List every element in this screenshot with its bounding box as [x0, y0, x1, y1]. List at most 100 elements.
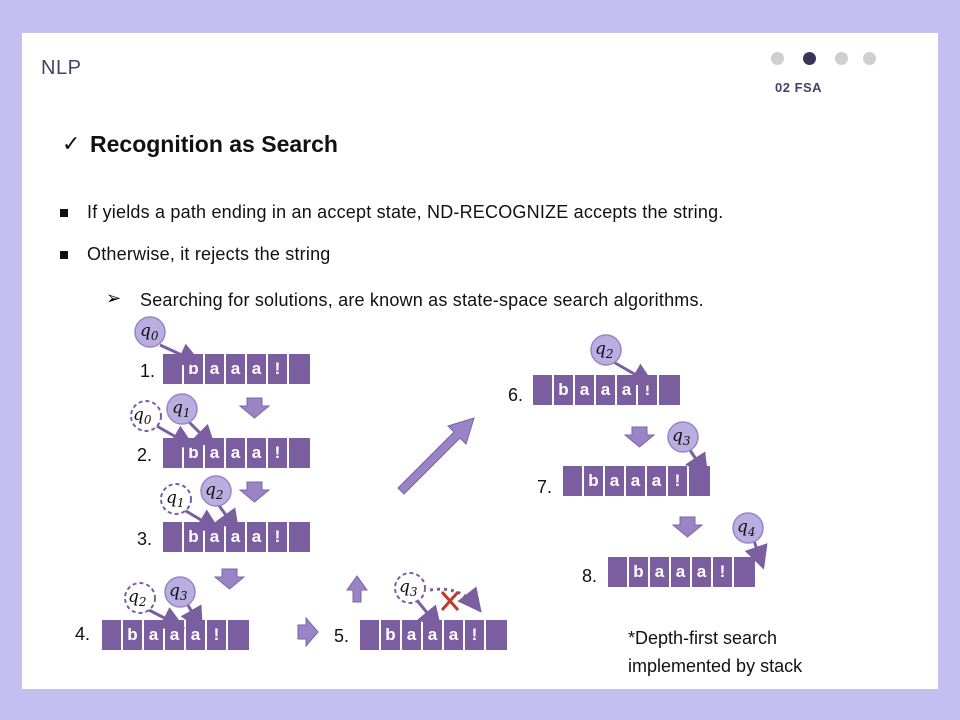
- tape-cell: [659, 375, 680, 405]
- up-arrow: [346, 575, 368, 603]
- tape-cell: [563, 466, 584, 496]
- tape-cell: !: [207, 620, 228, 650]
- state-label: q2: [128, 587, 147, 609]
- pointer-arrow: [413, 597, 442, 631]
- progress-dot: [863, 52, 876, 65]
- tape-cell: b: [629, 557, 650, 587]
- state-label: q2: [595, 339, 614, 361]
- note-line-1: *Depth-first search: [628, 628, 778, 648]
- sub-bullet: Searching for solutions, are known as st…: [140, 290, 704, 310]
- tape-cell: [533, 375, 554, 405]
- state-circle: [667, 421, 699, 453]
- right-arrow: [297, 616, 319, 648]
- section-label: 02 FSA: [775, 80, 823, 95]
- state-circle: [134, 316, 166, 348]
- step-label-7: 7.: [537, 477, 553, 497]
- down-arrow: [671, 516, 704, 538]
- pointer-arrow: [154, 423, 196, 448]
- down-arrow: [238, 481, 271, 503]
- state-label: q4: [737, 517, 756, 539]
- tape-cell: a: [650, 557, 671, 587]
- tape-cell: [102, 620, 123, 650]
- tape-cell: a: [692, 557, 713, 587]
- tape-cell: [228, 620, 249, 650]
- state-label: q1: [172, 398, 191, 420]
- tape-cell: !: [668, 466, 689, 496]
- step-label-2: 2.: [137, 445, 153, 465]
- tape-cell: !: [713, 557, 734, 587]
- previous-state-circle: [394, 572, 426, 604]
- state-label: q0: [133, 405, 152, 427]
- tape-cell: a: [444, 620, 465, 650]
- tape-cell: [163, 522, 184, 552]
- tape-cell: a: [226, 438, 247, 468]
- tape-cell: a: [575, 375, 596, 405]
- square-bullet-icon: [60, 251, 68, 259]
- square-bullet-icon: [60, 209, 68, 217]
- previous-state-circle: [160, 483, 192, 515]
- tape-cell: a: [205, 354, 226, 384]
- tape-cell: a: [671, 557, 692, 587]
- bullet-2: Otherwise, it rejects the string: [87, 244, 331, 264]
- step-label-5: 5.: [334, 626, 350, 646]
- step-label-8: 8.: [582, 566, 598, 586]
- tape-cell: a: [626, 466, 647, 496]
- state-circle: [732, 512, 764, 544]
- check-icon: ✓: [62, 131, 81, 156]
- down-arrow: [238, 397, 271, 419]
- progress-dot: [771, 52, 784, 65]
- tape-cell: [486, 620, 507, 650]
- state-label: q3: [169, 581, 188, 603]
- bullet-1: If yields a path ending in an accept sta…: [87, 202, 724, 222]
- tape-cell: [289, 522, 310, 552]
- diagonal-up-arrow: [397, 417, 475, 495]
- state-label: q2: [205, 480, 224, 502]
- pointer-arrow: [609, 358, 656, 386]
- previous-state-circle: [130, 400, 162, 432]
- pointer-arrow: [159, 343, 203, 366]
- tape-cell: a: [226, 354, 247, 384]
- tape-cell: !: [268, 522, 289, 552]
- state-label: q1: [166, 488, 185, 510]
- tape-cell: a: [647, 466, 668, 496]
- reject-x-icon: [440, 591, 460, 611]
- pointer-arrow: [180, 506, 222, 533]
- step-label-1: 1.: [140, 361, 156, 381]
- state-label: q3: [399, 577, 418, 599]
- pointer-arrow: [144, 606, 186, 629]
- tape-cell: b: [554, 375, 575, 405]
- tape-cell: [360, 620, 381, 650]
- step-label-4: 4.: [75, 624, 91, 644]
- tape-cell: b: [381, 620, 402, 650]
- tape-cell: [608, 557, 629, 587]
- state-label: q3: [672, 426, 691, 448]
- state-circle: [164, 576, 196, 608]
- arrow-bullet-icon: ➢: [106, 288, 122, 308]
- state-label: q0: [140, 321, 159, 343]
- pointer-arrow: [685, 446, 709, 479]
- down-arrow: [623, 426, 656, 448]
- course-title: NLP: [41, 57, 82, 79]
- step-label-6: 6.: [508, 385, 524, 405]
- step-label-3: 3.: [137, 529, 153, 549]
- failed-transition-arrow: [429, 586, 482, 613]
- down-arrow: [213, 568, 246, 590]
- progress-dot-active: [803, 52, 816, 65]
- previous-state-circle: [124, 582, 156, 614]
- state-circle: [590, 334, 622, 366]
- state-circle: [200, 475, 232, 507]
- tape-cell: !: [268, 438, 289, 468]
- tape-cell: b: [584, 466, 605, 496]
- tape-cell: a: [596, 375, 617, 405]
- progress-dot: [835, 52, 848, 65]
- tape-cell: [289, 438, 310, 468]
- tape-cell: a: [247, 438, 268, 468]
- tape-cell: !: [268, 354, 289, 384]
- tape-cell: a: [605, 466, 626, 496]
- tape-cell: [289, 354, 310, 384]
